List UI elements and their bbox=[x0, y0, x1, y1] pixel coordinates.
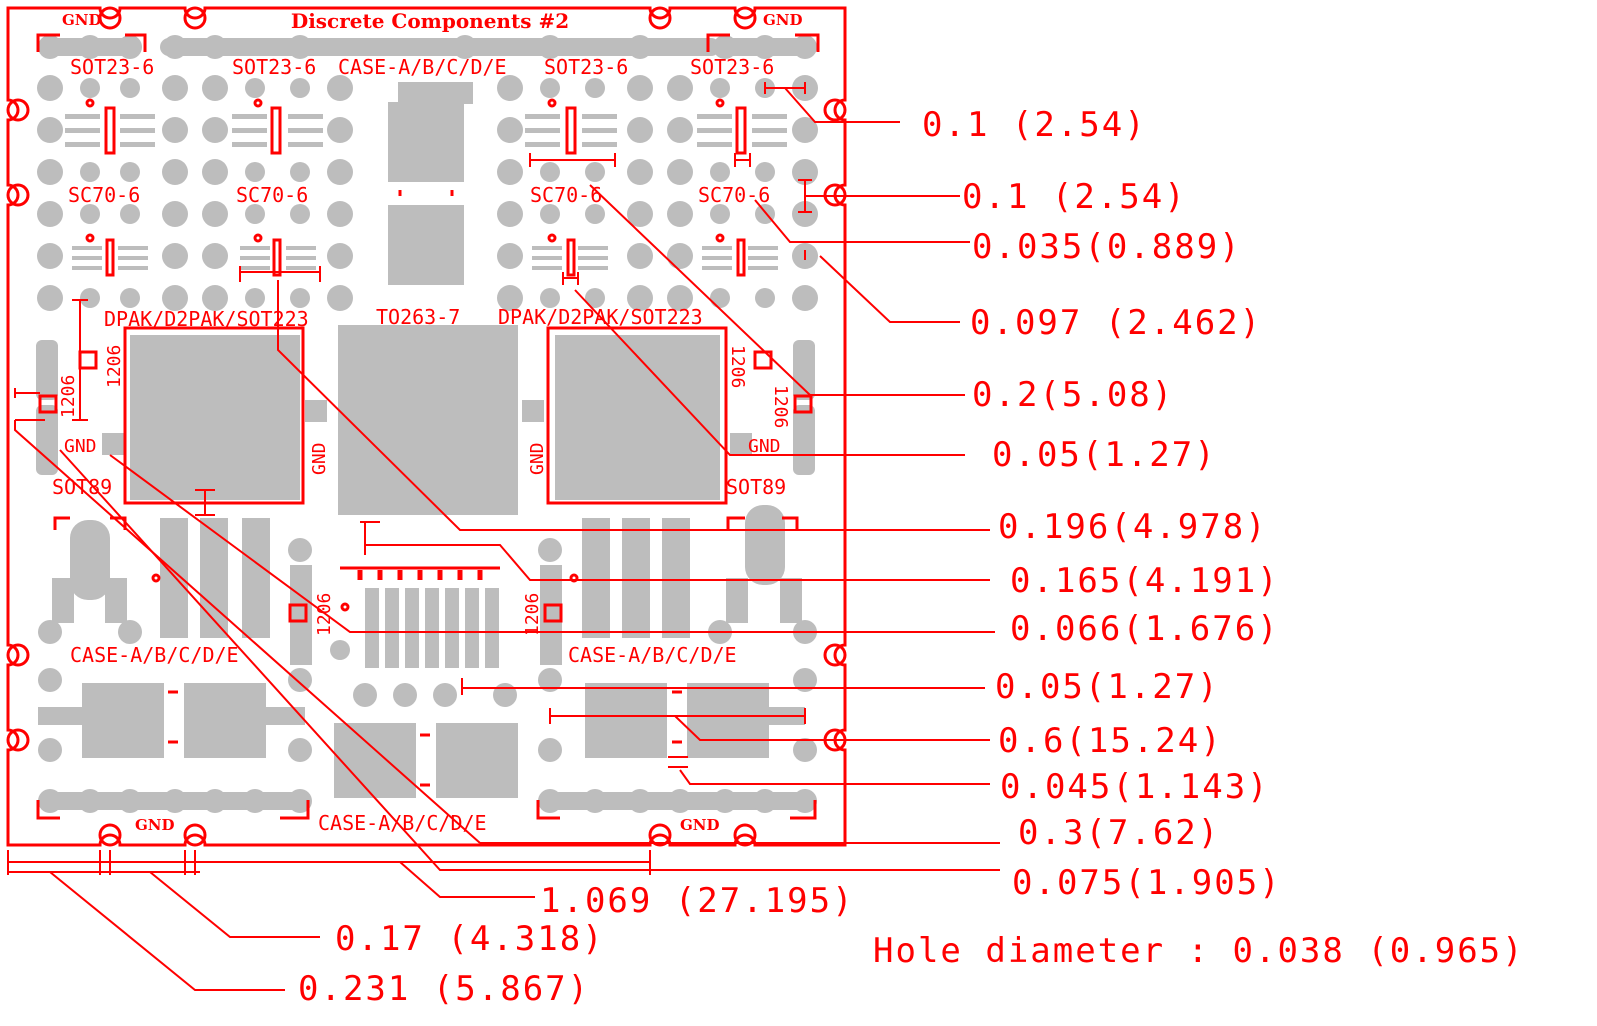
sc70-label: SC70-6 bbox=[236, 183, 308, 207]
dimension-label: 0.6(15.24) bbox=[998, 721, 1223, 761]
board-title: Discrete Components #2 bbox=[291, 9, 569, 33]
dimension-label: 0.196(4.978) bbox=[998, 507, 1268, 547]
r1206-label: 1206 bbox=[314, 593, 335, 636]
gnd-label: GND bbox=[64, 436, 97, 457]
sc70-label: SC70-6 bbox=[698, 183, 770, 207]
dimension-label: 0.231 (5.867) bbox=[298, 969, 590, 1009]
dimension-label: 0.2(5.08) bbox=[972, 375, 1174, 415]
dpak-label: DPAK/D2PAK/SOT223 bbox=[104, 307, 309, 331]
sot23-label: SOT23-6 bbox=[544, 55, 628, 79]
gnd-label: GND bbox=[680, 816, 720, 834]
hole-diameter-note: Hole diameter : 0.038 (0.965) bbox=[873, 931, 1525, 971]
gnd-label: GND bbox=[62, 11, 102, 29]
sot23-label: SOT23-6 bbox=[232, 55, 316, 79]
gnd-label: GND bbox=[763, 11, 803, 29]
r1206-label: 1206 bbox=[104, 345, 125, 388]
dimension-label: 0.035(0.889) bbox=[972, 227, 1242, 267]
r1206-label: 1206 bbox=[770, 385, 791, 428]
r1206-label: 1206 bbox=[522, 593, 543, 636]
sc70-label: SC70-6 bbox=[530, 183, 602, 207]
board-outline bbox=[6, 6, 847, 847]
dimension-label: 0.17 (4.318) bbox=[335, 919, 605, 959]
sc70-label: SC70-6 bbox=[68, 183, 140, 207]
dimension-label: 1.069 (27.195) bbox=[540, 881, 855, 921]
dimension-label: 0.1 (2.54) bbox=[962, 177, 1187, 217]
dimension-label: 0.066(1.676) bbox=[1010, 609, 1280, 649]
copper-layer bbox=[36, 35, 818, 813]
sot89-label: SOT89 bbox=[52, 475, 112, 499]
case-label: CASE-A/B/C/D/E bbox=[338, 55, 507, 79]
dimension-label: 0.05(1.27) bbox=[995, 667, 1220, 707]
dimension-label: 0.165(4.191) bbox=[1010, 561, 1280, 601]
dimension-label: 0.075(1.905) bbox=[1012, 863, 1282, 903]
gnd-label: GND bbox=[135, 816, 175, 834]
dpak-label: DPAK/D2PAK/SOT223 bbox=[498, 305, 703, 329]
r1206-label: 1206 bbox=[58, 375, 79, 418]
dimension-label: 0.045(1.143) bbox=[1000, 767, 1270, 807]
dimension-lines bbox=[7, 82, 1000, 991]
gnd-label: GND bbox=[748, 436, 781, 457]
dimension-label: 0.097 (2.462) bbox=[970, 303, 1262, 343]
case-label: CASE-A/B/C/D/E bbox=[568, 643, 737, 667]
sot89-label: SOT89 bbox=[726, 475, 786, 499]
dimension-label: 0.3(7.62) bbox=[1018, 813, 1220, 853]
case-label: CASE-A/B/C/D/E bbox=[70, 643, 239, 667]
dimension-label: 0.05(1.27) bbox=[992, 435, 1217, 475]
to263-label: TO263-7 bbox=[376, 305, 460, 329]
case-label: CASE-A/B/C/D/E bbox=[318, 811, 487, 835]
gnd-label: GND bbox=[309, 442, 330, 475]
dimension-label: 0.1 (2.54) bbox=[922, 105, 1147, 145]
r1206-label: 1206 bbox=[727, 345, 748, 388]
sot23-label: SOT23-6 bbox=[70, 55, 154, 79]
sot23-label: SOT23-6 bbox=[690, 55, 774, 79]
gnd-label: GND bbox=[527, 442, 548, 475]
